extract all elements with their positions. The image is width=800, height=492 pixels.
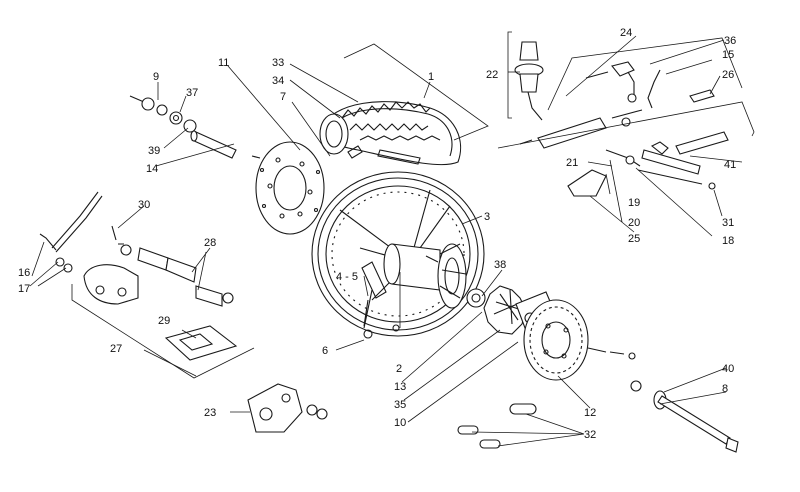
brake-disc: [251, 141, 325, 235]
callout-3: 3: [484, 211, 490, 223]
callout-2: 2: [396, 363, 402, 375]
callout-7: 7: [280, 91, 286, 103]
callout-35: 35: [394, 399, 406, 411]
leader-lines: [29, 35, 743, 447]
callout-21: 21: [566, 157, 578, 169]
callout-15: 15: [722, 49, 734, 61]
wheel-hub: [361, 243, 467, 339]
callout-40: 40: [722, 363, 734, 375]
callout-10: 10: [394, 417, 406, 429]
callout-29: 29: [158, 315, 170, 327]
rear-axle: [630, 380, 739, 453]
callout-9: 9: [153, 71, 159, 83]
rear-sprocket: [523, 299, 636, 381]
callout-6: 6: [322, 345, 328, 357]
callout-16: 16: [18, 267, 30, 279]
callout-20: 20: [628, 217, 640, 229]
spacer-and-washers: [129, 95, 237, 159]
callout-38: 38: [494, 259, 506, 271]
callout-8: 8: [722, 383, 728, 395]
brake-pedal-group: [567, 131, 729, 197]
brake-caliper: [39, 191, 234, 307]
rear-tyre: [319, 101, 462, 166]
callout-24: 24: [620, 27, 632, 39]
callout-12: 12: [584, 407, 596, 419]
callout-34: 34: [272, 75, 284, 87]
callout-1: 1: [428, 71, 434, 83]
callout-18: 18: [722, 235, 734, 247]
master-cylinder-group: [514, 41, 715, 149]
brake-pad-kit: [164, 325, 238, 361]
callout-39: 39: [148, 145, 160, 157]
callout-labels: 1 2 3 4 - 5 6 7 8 9 10 11 12 13 14 15 16…: [18, 27, 736, 441]
callout-4-5: 4 - 5: [336, 271, 358, 283]
callout-30: 30: [138, 199, 150, 211]
group-brackets: [71, 31, 755, 379]
callout-19: 19: [628, 197, 640, 209]
callout-17: 17: [18, 283, 30, 295]
callout-27: 27: [110, 343, 122, 355]
callout-13: 13: [394, 381, 406, 393]
callout-22: 22: [486, 69, 498, 81]
callout-32: 32: [584, 429, 596, 441]
callout-26: 26: [722, 69, 734, 81]
chain-links: [457, 403, 537, 449]
callout-36: 36: [724, 35, 736, 47]
callout-11: 11: [218, 57, 229, 69]
callout-14: 14: [146, 163, 158, 175]
callout-28: 28: [204, 237, 216, 249]
callout-33: 33: [272, 57, 284, 69]
callout-31: 31: [722, 217, 734, 229]
caliper-bracket: [247, 383, 328, 433]
callout-25: 25: [628, 233, 640, 245]
callout-23: 23: [204, 407, 216, 419]
callout-41: 41: [724, 159, 736, 171]
callout-37: 37: [186, 87, 198, 99]
